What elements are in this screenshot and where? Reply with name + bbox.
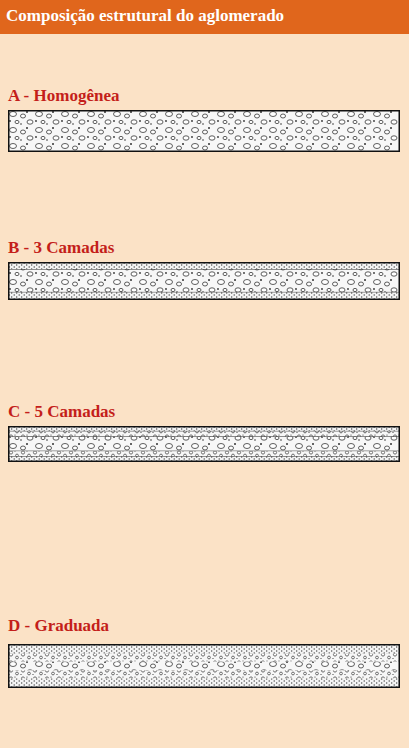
board-section [8,426,400,462]
panel-label: A - Homogênea [8,86,119,106]
board-section [8,110,400,152]
panel-label: D - Graduada [8,616,109,636]
board-panel: D - Graduada [8,616,400,688]
board-panel: A - Homogênea [8,86,400,152]
board-panel: C - 5 Camadas [8,402,400,462]
board-section [8,262,400,300]
panel-label: C - 5 Camadas [8,402,115,422]
heading: Composição estrutural do aglomerado [6,6,284,26]
board-section [8,644,400,688]
board-panel: B - 3 Camadas [8,238,400,300]
panel-label: B - 3 Camadas [8,238,114,258]
